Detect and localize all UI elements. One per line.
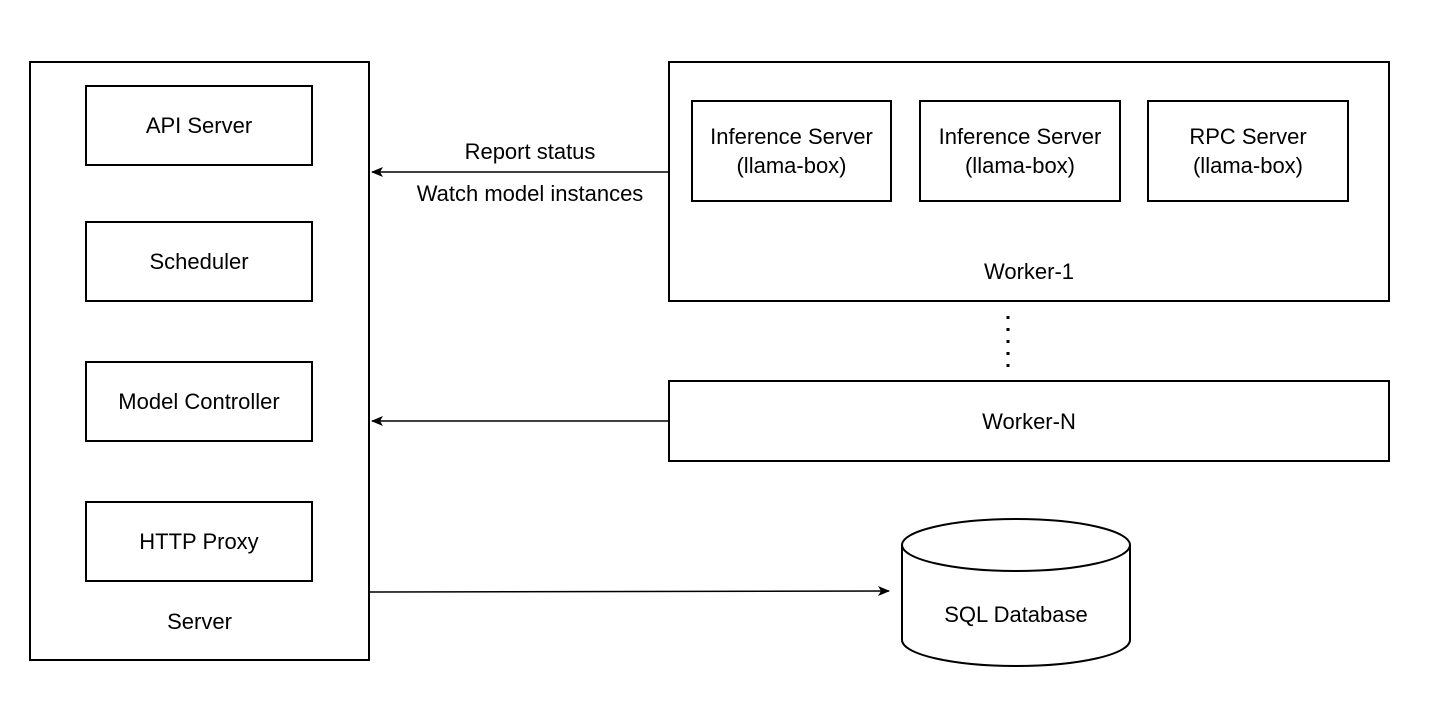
model-controller-box: Model Controller — [85, 361, 313, 442]
server-label: Server — [167, 609, 232, 634]
inference-server-1-box: Inference Server (llama-box) — [691, 100, 892, 202]
scheduler-label: Scheduler — [149, 249, 249, 274]
worker-n-label: Worker-N — [982, 408, 1076, 434]
worker-1-label: Worker-1 — [983, 259, 1075, 284]
inference-server-2-title: Inference Server — [938, 124, 1102, 149]
rpc-server-title: RPC Server — [1189, 124, 1307, 149]
model-controller-label: Model Controller — [118, 389, 280, 414]
server-to-database-arrow — [368, 586, 890, 597]
inference-server-1-subtitle: (llama-box) — [736, 153, 847, 178]
inference-server-2-box: Inference Server (llama-box) — [919, 100, 1121, 202]
rpc-server-box: RPC Server (llama-box) — [1147, 100, 1349, 202]
inference-server-2-subtitle: (llama-box) — [964, 153, 1076, 178]
rpc-server-subtitle: (llama-box) — [1192, 153, 1304, 178]
watch-model-instances-label: Watch model instances — [416, 181, 644, 206]
api-server-box: API Server — [85, 85, 313, 166]
sql-database-label: SQL Database — [944, 602, 1088, 627]
api-server-label: API Server — [145, 113, 253, 138]
http-proxy-box: HTTP Proxy — [85, 501, 313, 582]
worker-n-box: Worker-N — [668, 380, 1390, 462]
scheduler-box: Scheduler — [85, 221, 313, 302]
report-status-label: Report status — [464, 139, 596, 164]
http-proxy-label: HTTP Proxy — [139, 529, 259, 554]
inference-server-1-title: Inference Server — [710, 124, 873, 149]
database-cylinder — [901, 518, 1131, 667]
